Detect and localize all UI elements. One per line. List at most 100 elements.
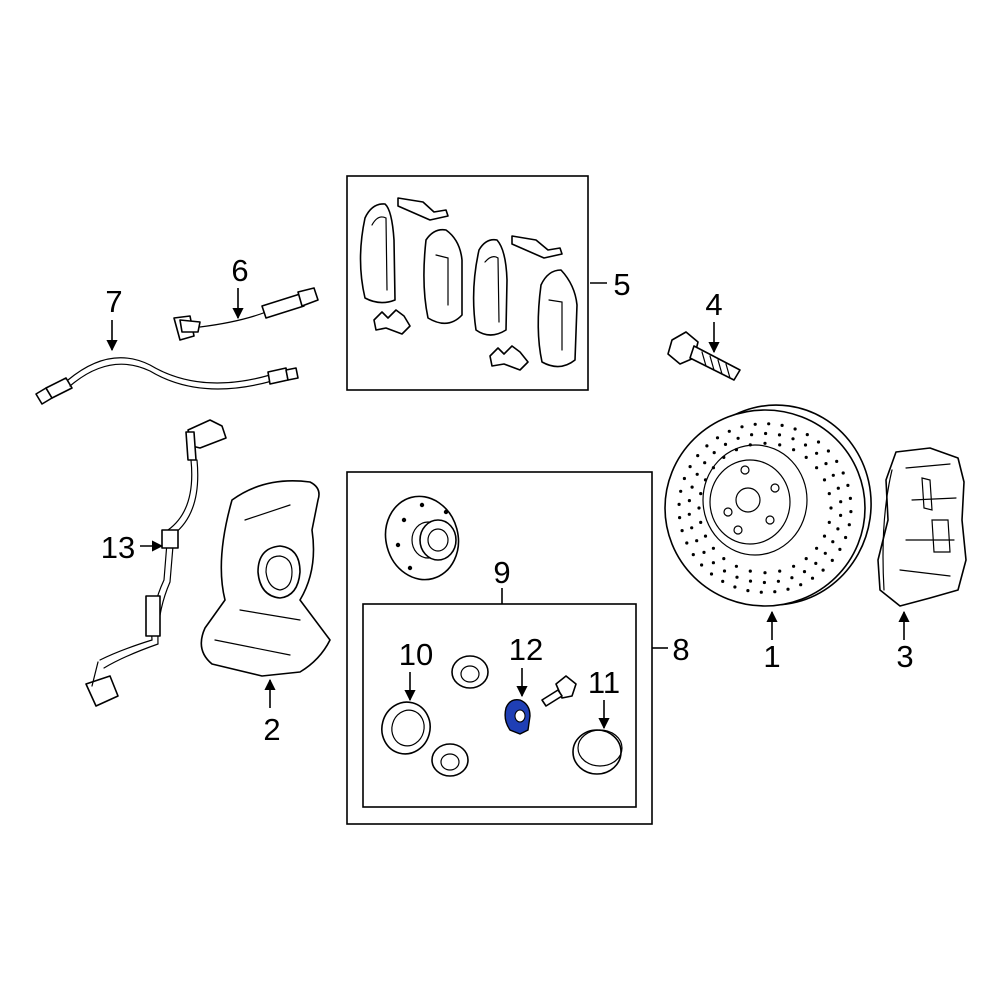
rotor-drill-hole — [696, 454, 700, 458]
callout-6[interactable]: 6 — [231, 253, 248, 288]
rotor-drill-hole — [711, 546, 716, 550]
rotor-drill-hole — [836, 486, 840, 490]
rotor-drill-hole — [677, 502, 681, 506]
callout-13[interactable]: 13 — [101, 530, 135, 565]
rotor-drill-hole — [815, 466, 819, 470]
rotor-drill-hole — [835, 459, 839, 463]
rotor-drill-hole — [703, 461, 707, 465]
rotor-drill-hole — [703, 534, 708, 538]
rotor-drill-hole — [764, 431, 768, 436]
rotor-drill-hole — [823, 551, 827, 555]
brake-hose[interactable] — [35, 357, 299, 405]
rotor-drill-hole — [816, 440, 821, 444]
rotor-drill-hole — [839, 513, 843, 518]
dust-cap[interactable] — [572, 729, 623, 775]
rotor-drill-hole — [804, 557, 808, 561]
rotor-drill-hole — [848, 496, 853, 500]
callout-10[interactable]: 10 — [399, 637, 433, 672]
rotor-drill-hole — [703, 478, 708, 482]
rotor-drill-hole — [831, 473, 835, 477]
retaining-clip-highlighted[interactable] — [504, 698, 531, 735]
rotor-drill-hole — [691, 553, 695, 557]
rotor-drill-hole — [723, 442, 728, 446]
hub-bolt[interactable] — [541, 675, 577, 707]
rotor-drill-hole — [844, 535, 848, 540]
inner-bearing[interactable] — [451, 655, 489, 689]
rotor-drill-hole — [838, 547, 842, 552]
rotor-drill-hole — [687, 512, 691, 516]
brake-caliper[interactable] — [877, 447, 967, 607]
outer-bearing[interactable] — [431, 743, 469, 777]
rotor-drill-hole — [740, 425, 744, 429]
rotor-drill-hole — [762, 580, 767, 585]
callout-2[interactable]: 2 — [263, 712, 280, 747]
rotor-drill-hole — [780, 423, 784, 427]
rotor-drill-hole — [721, 579, 725, 584]
rotor-drill-hole — [682, 476, 687, 481]
rotor-drill-hole — [847, 523, 851, 527]
rotor-drill-hole — [805, 433, 809, 437]
rotor-drill-hole — [822, 534, 827, 538]
rotor-drill-hole — [699, 492, 703, 496]
rotor-drill-hole — [711, 561, 716, 565]
rotor-drill-hole — [827, 520, 831, 525]
rotor-drill-hole — [699, 520, 703, 525]
rotor-drill-hole — [690, 485, 694, 489]
rotor-drill-hole — [678, 516, 682, 520]
rotor-drill-hole — [846, 483, 850, 487]
rotor-drill-hole — [821, 568, 825, 572]
rotor-drill-hole — [763, 571, 767, 575]
callout-numbers: 1 2 3 4 5 6 7 8 9 10 11 12 13 — [101, 253, 914, 747]
callout-12[interactable]: 12 — [509, 632, 543, 667]
rotor-drill-hole — [680, 529, 684, 533]
rotor-drill-hole — [753, 422, 757, 426]
splash-shield[interactable] — [200, 480, 331, 677]
callout-9[interactable]: 9 — [493, 555, 510, 590]
rotor-drill-hole — [690, 526, 694, 530]
rotor-drill-hole — [814, 561, 818, 566]
rotor-drill-hole — [687, 499, 692, 503]
rotor-drill-hole — [695, 472, 699, 476]
rotor-drill-hole — [839, 500, 843, 504]
rotor-drill-hole — [836, 527, 840, 531]
rotor-drill-hole — [773, 590, 777, 594]
callout-8[interactable]: 8 — [672, 632, 689, 667]
rotor-drill-hole — [831, 540, 835, 544]
rotor-drill-hole — [722, 557, 726, 561]
rotor-drill-hole — [712, 451, 716, 455]
rotor-drill-hole — [786, 587, 790, 591]
wheel-hub[interactable] — [376, 488, 467, 588]
rotor-drill-hole — [810, 576, 815, 580]
pad-wear-sensor[interactable] — [173, 287, 319, 341]
callout-3[interactable]: 3 — [896, 639, 913, 674]
callout-4[interactable]: 4 — [705, 287, 722, 322]
rotor-drill-hole — [735, 575, 739, 579]
rotor-drill-hole — [767, 422, 771, 426]
rotor-drill-hole — [792, 564, 796, 568]
callout-1[interactable]: 1 — [763, 639, 780, 674]
rotor-drill-hole — [777, 433, 782, 437]
rotor-drill-hole — [793, 427, 797, 431]
callout-7[interactable]: 7 — [105, 284, 122, 319]
callout-11[interactable]: 11 — [588, 665, 620, 700]
rotor-drill-hole — [679, 489, 683, 493]
rotor-drill-hole — [841, 471, 845, 475]
rotor-drill-hole — [829, 506, 833, 510]
rotor-drill-hole — [799, 583, 803, 587]
caliper-bolt[interactable] — [667, 331, 741, 381]
brake-pads[interactable] — [359, 197, 578, 371]
brake-rotor[interactable] — [664, 393, 884, 618]
rotor-drill-hole — [695, 539, 699, 543]
rotor-drill-hole — [697, 506, 701, 510]
rotor-drill-hole — [722, 455, 726, 459]
callout-5[interactable]: 5 — [613, 267, 630, 302]
rotor-drill-hole — [734, 564, 739, 568]
rotor-drill-hole — [826, 449, 831, 453]
rotor-drill-hole — [759, 590, 763, 594]
rotor-drill-hole — [722, 569, 727, 573]
rotor-drill-hole — [736, 436, 740, 440]
hub-seal[interactable] — [376, 697, 436, 760]
rotor-drill-hole — [815, 546, 819, 550]
